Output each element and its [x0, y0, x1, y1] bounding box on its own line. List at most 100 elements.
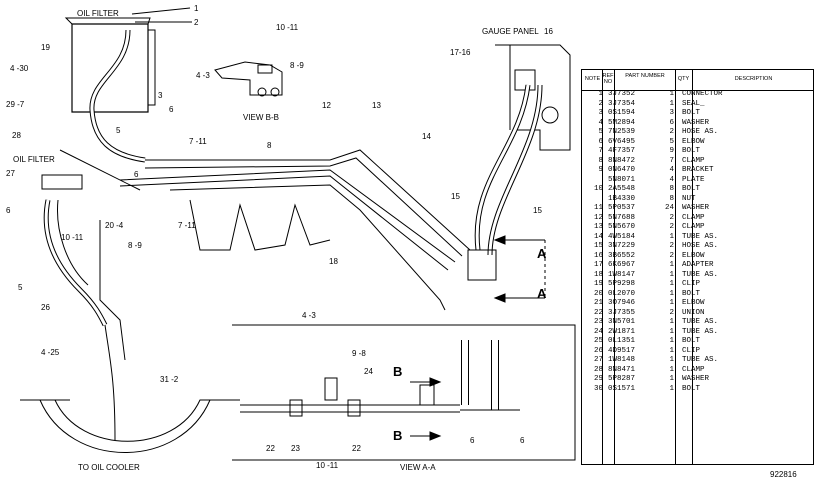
- parts-table: NOTE REF NO PART NUMBER QTY DESCRIPTION …: [581, 69, 814, 465]
- cell-ref: 16: [593, 251, 603, 260]
- cell-desc: ELBOW: [682, 251, 705, 260]
- cell-ref: 18: [593, 270, 603, 279]
- cell-qty: 2: [669, 251, 674, 260]
- cell-desc: ELBOW: [682, 299, 705, 307]
- hose-5-lower: [43, 199, 108, 327]
- cell-desc: TUBE AS.: [682, 232, 719, 241]
- cell-desc: BOLT: [682, 147, 701, 155]
- cell-part: 5M2894: [608, 118, 636, 127]
- cell-part: 3N7229: [608, 242, 636, 250]
- cell-qty: 1: [669, 346, 674, 355]
- callout-to-oil-cooler: TO OIL COOLER: [78, 463, 140, 472]
- callout-24: 24: [364, 367, 373, 376]
- callout-6b: 6: [134, 170, 139, 179]
- gauge-panel: [495, 44, 571, 151]
- callout-6e: 6: [520, 436, 525, 445]
- callout-17-16: 17-16: [450, 48, 471, 57]
- cell-qty: 8: [669, 194, 674, 203]
- callout-6a: 6: [169, 105, 174, 114]
- cell-ref: 22: [593, 308, 603, 317]
- cell-qty: 1: [669, 318, 674, 326]
- table-header: NOTE REF NO PART NUMBER QTY DESCRIPTION: [582, 70, 813, 91]
- callout-6d: 6: [470, 436, 475, 445]
- callout-9-8: 9 -8: [352, 349, 366, 358]
- cell-ref: 10: [593, 185, 603, 193]
- cell-qty: 1: [669, 280, 674, 288]
- cell-part: 5P9298: [608, 280, 636, 288]
- cell-qty: 7: [669, 156, 674, 165]
- cell-qty: 2: [669, 242, 674, 250]
- cell-ref: 24: [593, 327, 603, 336]
- view-aa-detail: [240, 340, 520, 417]
- cell-ref: 14: [593, 232, 603, 241]
- oil-cooler-bowl: [39, 399, 211, 453]
- callout-27: 27: [6, 169, 15, 178]
- cell-desc: CLAMP: [682, 156, 705, 165]
- cell-part: 5N5670: [608, 223, 636, 231]
- callout-10-11a: 10 -11: [61, 233, 84, 242]
- hose-5-upper: [89, 29, 146, 163]
- cell-qty: 2: [669, 213, 674, 222]
- cell-ref: 2: [598, 99, 603, 108]
- cell-part: 3J7355: [608, 308, 636, 317]
- cell-qty: 1: [669, 90, 674, 98]
- cell-qty: 1: [669, 299, 674, 307]
- cell-desc: CLIP: [682, 346, 701, 355]
- section-b-top: B: [393, 364, 402, 379]
- cell-desc: WASHER: [682, 375, 710, 383]
- callout-4-30: 4 -30: [10, 64, 29, 73]
- oil-filter-left: [41, 174, 83, 190]
- tube-14: [145, 149, 471, 251]
- callout-1: 1: [194, 4, 199, 13]
- cell-desc: BOLT: [682, 109, 701, 117]
- cell-desc: WASHER: [682, 118, 710, 127]
- cell-part: 0S1571: [608, 384, 636, 393]
- cell-part: 0L1351: [608, 337, 636, 345]
- cell-qty: 4: [669, 175, 674, 184]
- cell-ref: 29: [593, 375, 603, 383]
- callout-20-4: 20 -4: [105, 221, 124, 230]
- cell-part: 5P8287: [608, 375, 636, 383]
- view-aa-frame: [232, 324, 576, 461]
- cell-ref: 17: [593, 261, 603, 269]
- callout-labels: OIL FILTER 1 2 3 19 4 -30 29 -7 5 6 28 O…: [6, 4, 553, 472]
- cell-desc: BOLT: [682, 185, 701, 193]
- callout-3: 3: [158, 91, 163, 100]
- cell-part: 1B4330: [608, 194, 636, 203]
- cell-desc: CLAMP: [682, 213, 705, 222]
- cell-qty: 1: [669, 270, 674, 279]
- cell-desc: UNION: [682, 308, 705, 317]
- cell-qty: 1: [669, 384, 674, 393]
- callout-7-11a: 7 -11: [189, 137, 207, 146]
- cell-ref: 9: [598, 166, 603, 174]
- cell-qty: 2: [669, 308, 674, 317]
- section-b-bottom: B: [393, 428, 402, 443]
- cell-qty: 1: [669, 337, 674, 345]
- cell-desc: HOSE AS.: [682, 128, 719, 136]
- cell-desc: CONNECTOR: [682, 90, 723, 98]
- cell-ref: 26: [593, 346, 603, 355]
- cell-part: 8N8472: [608, 156, 636, 165]
- cell-part: 7N2539: [608, 128, 636, 136]
- cell-part: 1W8147: [608, 270, 636, 279]
- cell-part: 3N5701: [608, 318, 636, 326]
- header-note: NOTE: [584, 76, 601, 82]
- callout-5b: 5: [18, 283, 23, 292]
